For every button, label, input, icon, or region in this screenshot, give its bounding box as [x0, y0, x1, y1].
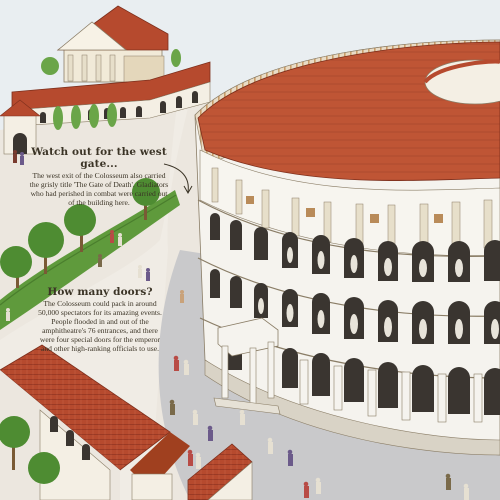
upper-arcade: [210, 213, 500, 282]
crowd-figures: [6, 150, 469, 500]
arch-statues: [258, 247, 499, 339]
emperor-entrance: [213, 317, 281, 415]
doors-note-body: The Colosseum could pack in around 50,00…: [38, 299, 162, 353]
west-gate-note: Watch out for the west gate... The west …: [28, 146, 170, 207]
small-building: [187, 443, 253, 500]
velarium: [197, 41, 500, 181]
doors-note: How many doors? The Colosseum could pack…: [34, 286, 166, 353]
west-gate-note-title: Watch out for the west gate...: [31, 146, 167, 170]
temple: [56, 5, 169, 83]
doors-note-title: How many doors?: [47, 286, 153, 298]
cypress-trees: [41, 49, 181, 130]
annotation-arrow: [163, 163, 189, 193]
colosseum: [194, 39, 500, 456]
west-gate-note-body: The west exit of the Colosseum also carr…: [29, 171, 169, 207]
lawn: [0, 190, 180, 330]
lawn-trees: [0, 178, 160, 288]
ground-arcade: [228, 335, 500, 415]
lower-trees: [0, 416, 60, 484]
